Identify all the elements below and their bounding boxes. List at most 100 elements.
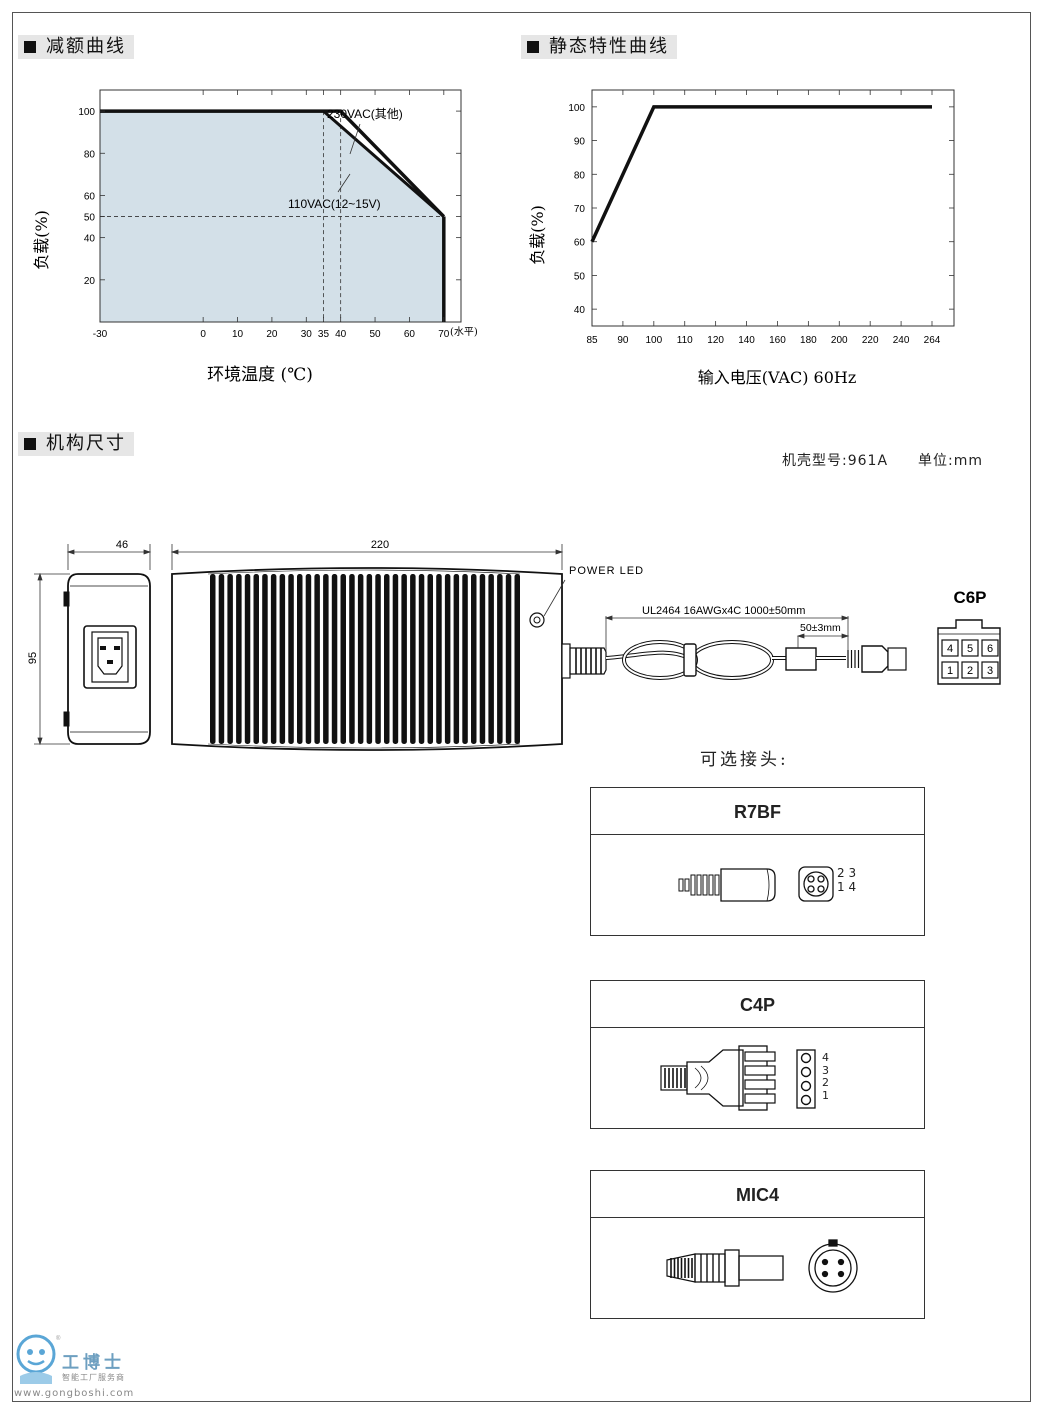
heatsink-fin	[410, 574, 416, 744]
c4p-pin-label: 4	[822, 1051, 829, 1064]
heatsink-fin	[453, 574, 460, 744]
chart1-x-unit: (水平)	[450, 326, 478, 338]
heatsink-fin	[210, 574, 216, 744]
chart2-xtick-label: 180	[800, 335, 817, 346]
dim-width	[66, 544, 152, 570]
heatsink-fin	[375, 574, 381, 744]
c6p-pin	[981, 639, 999, 657]
heatsink-fin	[384, 574, 390, 744]
heatsink-fin	[401, 574, 407, 744]
chart1-xtick-label: -30	[93, 329, 108, 340]
heatsink-fin	[392, 574, 399, 744]
c6p-pin	[941, 661, 959, 679]
c4p-plug-icon	[660, 1045, 816, 1111]
chart2-xtick-label: 100	[645, 335, 662, 346]
strip-label: 50±3mm	[800, 622, 841, 634]
chart2-xtick-label: 140	[738, 335, 755, 346]
r7bf-rib	[678, 878, 684, 892]
dc-cable	[561, 640, 907, 680]
heatsink-fin	[349, 574, 355, 744]
chart1-xlabel: 环境温度 (℃)	[207, 365, 313, 385]
heatsink-fin	[262, 574, 268, 744]
connector-name: C4P	[591, 981, 924, 1028]
chart1-frame	[99, 89, 462, 323]
chart2-xtick-label: 220	[862, 335, 879, 346]
chart2-xtick-label: 264	[924, 335, 941, 346]
c6p-pin	[981, 661, 999, 679]
chart1-xtick-label: 40	[335, 329, 347, 340]
chart1-xtick-label: 35	[318, 329, 330, 340]
dim-cable	[604, 615, 850, 652]
square-bullet-icon	[24, 41, 36, 53]
heatsink-fin	[418, 574, 425, 744]
series-230vac-line	[100, 109, 446, 218]
heatsink-fin	[305, 574, 312, 744]
svg-text:®: ®	[56, 1335, 61, 1342]
chart2-xtick-label: 120	[707, 335, 724, 346]
c4p-pin-label: 3	[822, 1063, 829, 1077]
chart2-xtick-label: 90	[617, 335, 629, 346]
heatsink-fin	[279, 574, 286, 744]
led-leader	[543, 579, 566, 617]
heatsink-fin	[427, 574, 433, 744]
chart2-ytick-label: 50	[574, 271, 586, 282]
r7bf-rib	[690, 874, 696, 896]
chart1-ytick-label: 80	[84, 149, 96, 160]
c4p-terminal	[744, 1093, 776, 1104]
chart1-ytick-label: 40	[84, 234, 96, 245]
c6p-pin-label: 1	[947, 665, 953, 677]
power-led-label: POWER LED	[569, 565, 644, 577]
mascot-logo-icon: ®	[16, 1334, 61, 1384]
chart1-xtick-label: 0	[200, 329, 206, 340]
optional-connectors-title: 可选接头:	[700, 750, 789, 770]
c6p-housing	[937, 619, 1001, 685]
mic4-plug-icon	[666, 1239, 858, 1293]
chart1-ytick-label: 60	[84, 191, 96, 202]
chart2-ytick-label: 70	[574, 204, 586, 215]
connector-card-mic4: MIC4	[590, 1170, 925, 1319]
c6p-pin-label: 2	[967, 665, 973, 677]
cable-label: UL2464 16AWGx4C 1000±50mm	[642, 605, 805, 617]
c4p-terminal	[744, 1079, 776, 1090]
leader-230	[349, 123, 361, 155]
r7bf-rib	[714, 874, 720, 896]
c6p-pin-label: 6	[987, 643, 993, 655]
chart2-ytick-label: 60	[574, 238, 586, 249]
section-title-static: 静态特性曲线	[521, 35, 677, 59]
psu-end-view	[63, 573, 151, 745]
chart1-ytick-label: 20	[84, 276, 96, 287]
heatsink-fin	[444, 574, 451, 744]
c6p-pin-label: 5	[967, 643, 973, 655]
r7bf-rib	[708, 874, 714, 896]
c6p-pin	[961, 639, 979, 657]
chart1-xtick-label: 30	[301, 329, 313, 340]
heatsink-fin	[497, 574, 503, 744]
unit-label: 单位:mm	[918, 453, 983, 469]
mechanical-drawing: 46 220 95 POWER LED	[27, 539, 1001, 751]
c4p-pin-hole	[800, 1066, 812, 1078]
r7bf-pin-row-2: 1 4	[837, 880, 857, 894]
chart2-ylabel: 负载(%)	[528, 205, 547, 265]
section-title-mechanical: 机构尺寸	[18, 432, 134, 456]
watermark-tagline: 智能工厂服务商	[62, 1373, 125, 1382]
heatsink-fin	[218, 574, 225, 744]
chart2-xtick-label: 85	[586, 335, 598, 346]
heatsink-fin	[297, 574, 303, 744]
watermark-brand: 工博士	[62, 1353, 125, 1373]
r7bf-rib	[696, 874, 702, 896]
heatsink-fin	[436, 574, 442, 744]
dim-width-label: 46	[116, 539, 128, 551]
chart1-xtick-label: 70	[438, 329, 450, 340]
chart2-xtick-label: 240	[893, 335, 910, 346]
chart1-xtick-label: 20	[266, 329, 278, 340]
heatsink-fin	[331, 574, 338, 744]
c4p-terminal	[744, 1051, 776, 1062]
connector-name: MIC4	[591, 1171, 924, 1218]
chart2-ytick-label: 90	[574, 137, 586, 148]
chart2-ytick-label: 100	[568, 103, 585, 114]
r7bf-plug-icon	[678, 866, 834, 902]
case-model: 机壳型号:961A	[782, 453, 889, 469]
